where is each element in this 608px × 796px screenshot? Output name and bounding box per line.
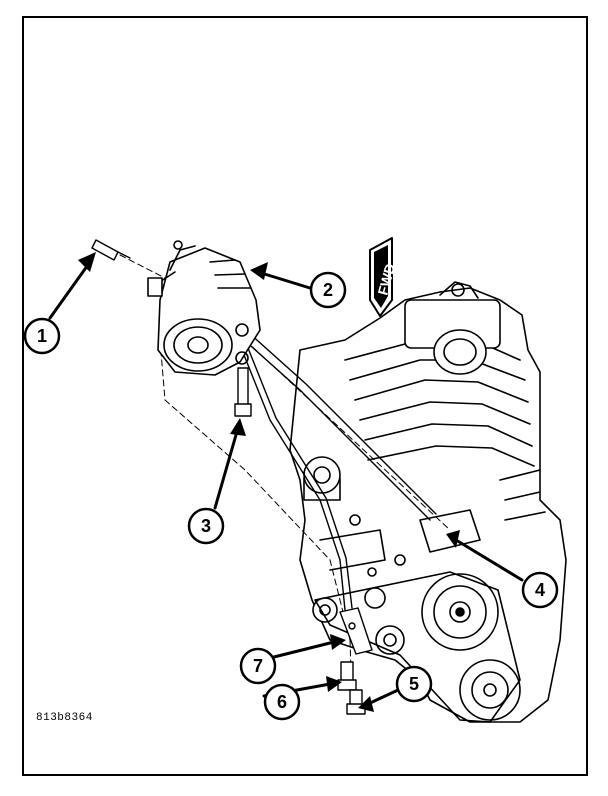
bolt-1 bbox=[91, 239, 131, 261]
bolt-3 bbox=[234, 367, 252, 417]
svg-text:2: 2 bbox=[323, 280, 333, 300]
svg-text:6: 6 bbox=[277, 692, 287, 712]
svg-text:7: 7 bbox=[253, 656, 263, 676]
ac-lines bbox=[239, 331, 437, 611]
svg-text:5: 5 bbox=[409, 674, 419, 694]
figure-reference-code: 813b8364 bbox=[36, 712, 93, 724]
callout-5: 5 bbox=[395, 665, 433, 703]
callout-2: 2 bbox=[309, 271, 347, 309]
fwd-label: FWD bbox=[374, 262, 398, 297]
callout-3: 3 bbox=[187, 507, 225, 545]
callout-6: 6 bbox=[263, 683, 301, 721]
callout-4: 4 bbox=[521, 571, 559, 609]
leader-arrows bbox=[48, 260, 524, 706]
bracket-7 bbox=[339, 607, 373, 655]
fwd-arrow: FWD bbox=[369, 237, 398, 317]
svg-text:4: 4 bbox=[535, 580, 545, 600]
callout-7: 7 bbox=[239, 647, 277, 685]
engine-assembly bbox=[289, 281, 567, 723]
leader-arrowheads bbox=[78, 252, 460, 712]
callout-1: 1 bbox=[23, 317, 61, 355]
bolt-6 bbox=[337, 661, 357, 691]
callouts: 1 2 3 4 5 6 7 bbox=[23, 271, 559, 721]
svg-text:1: 1 bbox=[37, 326, 47, 346]
ac-compressor bbox=[147, 240, 261, 376]
svg-text:3: 3 bbox=[201, 516, 211, 536]
bolt-5 bbox=[346, 689, 366, 715]
